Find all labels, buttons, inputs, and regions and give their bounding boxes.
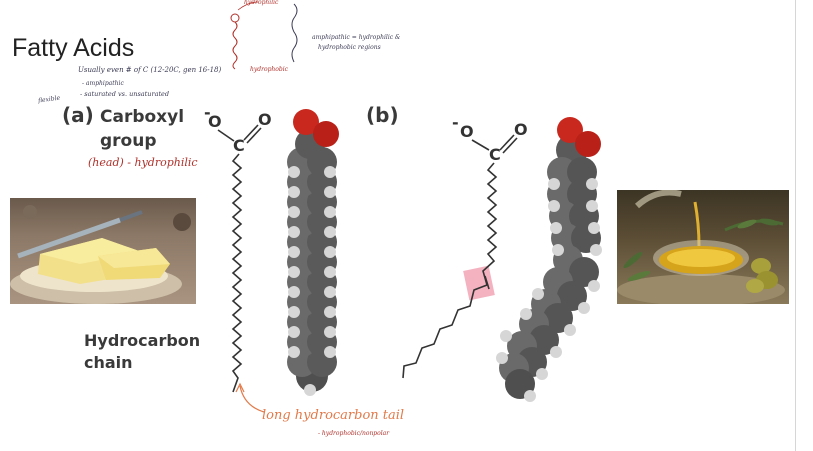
unsaturated-oxygens <box>557 117 601 157</box>
head-tail-sketch <box>230 1 298 70</box>
butter-illustration <box>10 205 191 304</box>
unsaturated-skeletal-formula <box>402 134 518 379</box>
carboxyl-label: Carboxyl group <box>100 105 184 153</box>
panel-a-oxygen-single: O <box>208 112 222 131</box>
unsaturated-carbon-chain <box>499 134 601 399</box>
panel-a-carbon: C <box>233 136 245 155</box>
hydrocarbon-label-line2: chain <box>84 353 133 372</box>
slide-title: Fatty Acids <box>12 34 135 62</box>
usually-note: Usually even # of C (12-20C, gen 16-18) <box>78 66 222 74</box>
hydrocarbon-label: Hydrocarbon chain <box>84 330 200 374</box>
hydrophilic-note: hydrophilic <box>244 0 279 6</box>
saturated-oxygens <box>293 109 339 147</box>
saturated-note: - saturated vs. unsaturated <box>80 90 170 98</box>
panel-a-oxygen-double: O <box>258 110 272 129</box>
chain-note-arrow <box>235 382 265 413</box>
panel-a-label: (a) <box>62 103 94 127</box>
panel-b-label: (b) <box>366 103 399 127</box>
chain-note-line2: - hydrophobic/nonpolar <box>318 430 390 437</box>
saturated-hydrogens <box>288 166 336 396</box>
olive-oil-photo <box>617 190 789 304</box>
amphipathic-note-line1: amphipathic = hydrophilic & <box>312 34 401 41</box>
panel-b-carbon: C <box>489 145 501 164</box>
olive-oil-illustration <box>617 190 785 304</box>
panel-b-charge: - <box>452 113 459 132</box>
panel-b-oxygen-double: O <box>514 120 528 139</box>
slide-edge <box>795 0 796 451</box>
carboxyl-label-line2: group <box>100 131 157 151</box>
unsaturated-hydrogens <box>496 178 602 402</box>
slide: Fatty Acids Usually even # of C (12-20C,… <box>10 0 789 437</box>
panel-a-charge: - <box>204 103 211 122</box>
carboxyl-label-line1: Carboxyl <box>100 107 185 127</box>
butter-photo <box>10 198 196 304</box>
panel-b-oxygen-single: O <box>460 122 474 141</box>
saturated-space-filling-model <box>287 109 339 396</box>
unsaturated-space-filling-model <box>496 117 602 402</box>
hydrocarbon-label-line1: Hydrocarbon <box>84 331 201 350</box>
amphipathic-small-note: - amphipathic <box>82 80 124 87</box>
head-note: (head) - hydrophilic <box>88 156 198 169</box>
saturated-skeletal-formula <box>217 124 262 393</box>
amphipathic-note-line2: hydrophobic regions <box>318 44 381 51</box>
hydrophobic-note: hydrophobic <box>250 66 289 73</box>
chain-note-line1: long hydrocarbon tail <box>262 408 405 423</box>
cis-double-bond-highlight <box>463 265 495 301</box>
